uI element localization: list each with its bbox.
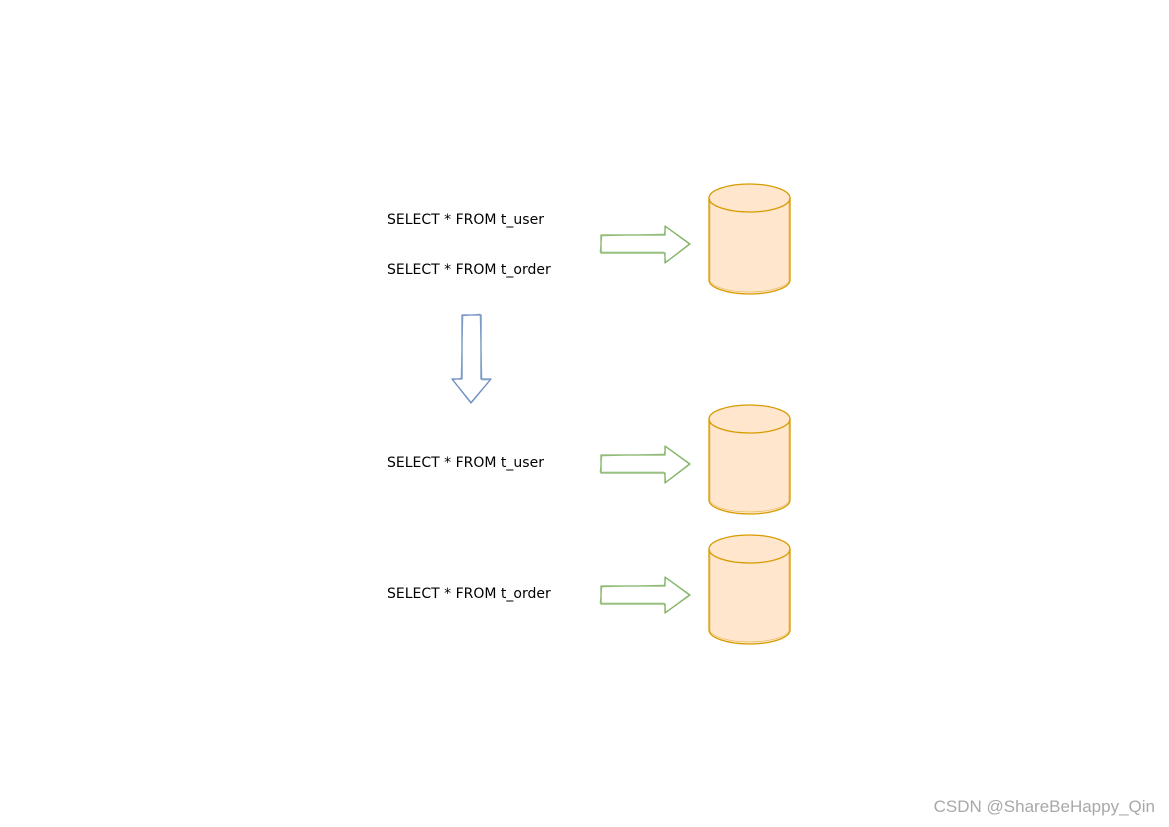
down-arrow-icon — [451, 313, 492, 404]
database-cylinder-icon — [708, 404, 791, 515]
query-text-order-after: SELECT * FROM t_order — [387, 586, 551, 602]
right-arrow-icon — [599, 225, 691, 264]
right-arrow-icon — [599, 576, 691, 614]
database-cylinder-icon — [708, 183, 791, 295]
query-text-user-before: SELECT * FROM t_user — [387, 212, 544, 228]
query-text-order-before: SELECT * FROM t_order — [387, 262, 551, 278]
database-cylinder-icon — [708, 534, 791, 645]
right-arrow-icon — [599, 445, 691, 484]
query-text-user-after: SELECT * FROM t_user — [387, 455, 544, 471]
watermark: CSDN @ShareBeHappy_Qin — [933, 797, 1155, 816]
